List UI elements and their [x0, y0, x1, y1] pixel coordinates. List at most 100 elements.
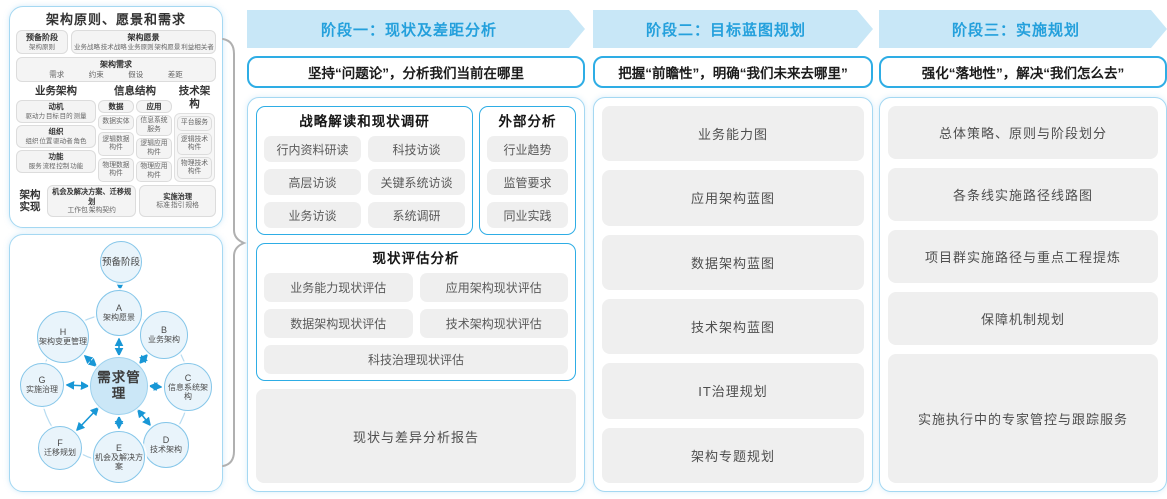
deliverable-item: 保障机制规划 — [888, 291, 1158, 345]
vision-items: 业务战略 技术战略 业务原则 架构愿景 利益相关者 — [74, 44, 214, 51]
requirements-management-label: 需求管理 — [97, 370, 141, 401]
information-structure-title: 信息结构 — [114, 85, 156, 97]
architecture-implementation-label: 架构实现 — [19, 189, 41, 213]
application-subcolumn: 应用 信息系统服务 逻辑应用构件 物理应用构件 — [136, 100, 172, 182]
panel-title: 架构原则、愿景和需求 — [45, 12, 186, 27]
task-item: 行业趋势 — [487, 136, 568, 162]
prep-phase-title: 预备阶段 — [26, 33, 58, 42]
deliverable-item: 架构专题规划 — [602, 427, 864, 483]
phase-2-column: 阶段二：目标蓝图规划 把握“前瞻性”，明确“我们未来去哪里” 业务能力图 应用架… — [593, 10, 873, 492]
phase-2-content: 业务能力图 应用架构蓝图 数据架构蓝图 技术架构蓝图 IT治理规划 架构专题规划 — [593, 97, 873, 492]
technology-item: 逻辑技术构件 — [177, 133, 212, 155]
requirement-item: 需求 — [49, 70, 65, 79]
deliverable-item: 总体策略、原则与阶段划分 — [888, 106, 1158, 159]
requirement-item: 差距 — [167, 70, 183, 79]
phase-3-header: 阶段三：实施规划 — [879, 10, 1167, 48]
block-title: 动机 — [48, 102, 64, 111]
adm-cycle-panel: 预备阶段 A 架构愿景 B 业务架构 C 信息系统架构 D 技术架构 E 机会及… — [9, 234, 223, 492]
migration-items: 工作包 架构契约 — [67, 207, 116, 214]
task-item: 高层访谈 — [264, 169, 361, 195]
organization-box: 组织 组织 位置 驱动者 角色 — [16, 125, 96, 148]
deliverable-item: 项目群实施路径与重点工程提炼 — [888, 229, 1158, 283]
deliverable-item: 数据架构蓝图 — [602, 234, 864, 290]
vision-title: 架构愿景 — [127, 33, 160, 42]
prep-phase-item: 架构原则 — [29, 44, 55, 51]
function-box: 功能 服务 流程 控制 功能 — [16, 150, 96, 173]
task-item: 业务访谈 — [264, 202, 361, 228]
requirement-item: 约束 — [88, 70, 104, 79]
deliverable-item: IT治理规划 — [602, 363, 864, 419]
migration-title: 机会及解决方案、迁移规划 — [52, 187, 132, 206]
group-title: 战略解读和现状调研 — [299, 114, 430, 129]
motivation-box: 动机 驱动力 目标 目的 测量 — [16, 100, 96, 123]
task-item: 业务能力现状评估 — [264, 273, 413, 302]
node-d-technology-architecture: D 技术架构 — [143, 422, 189, 468]
application-item: 信息系统服务 — [136, 115, 172, 136]
phase-3-subtitle: 强化“落地性”，解决“我们怎么去” — [879, 56, 1167, 88]
application-item: 逻辑应用构件 — [136, 138, 172, 159]
task-item: 同业实践 — [487, 202, 568, 228]
task-item: 科技治理现状评估 — [264, 345, 568, 374]
technology-architecture-title: 技术架构 — [178, 85, 211, 110]
node-b-business-architecture: B 业务架构 — [140, 311, 188, 359]
implementation-governance-box: 实施治理 标准 指引 规格 — [139, 185, 216, 217]
node-g-implementation-governance: G 实施治理 — [20, 363, 64, 407]
group-title: 现状评估分析 — [372, 251, 460, 266]
task-item: 关键系统访谈 — [368, 169, 465, 195]
business-architecture-column: 业务架构 动机 驱动力 目标 目的 测量 组织 组织 位置 驱动者 角色 功能 … — [16, 85, 96, 182]
prep-phase-node-label: 预备阶段 — [101, 256, 140, 268]
node-e-opportunities-solutions: E 机会及解决方案 — [93, 431, 145, 483]
phase-2-subtitle: 把握“前瞻性”，明确“我们未来去哪里” — [593, 56, 873, 88]
deliverable-item: 技术架构蓝图 — [602, 298, 864, 355]
node-c-information-systems-architecture: C 信息系统架构 — [164, 363, 212, 411]
node-h-architecture-change-management: H 架构变更管理 — [37, 311, 89, 363]
phase-1-header: 阶段一：现状及差距分析 — [247, 10, 585, 48]
data-title-box: 数据 — [98, 100, 134, 113]
block-title: 组织 — [48, 127, 64, 136]
strategy-research-group: 战略解读和现状调研 行内资料研读 科技访谈 高层访谈 关键系统访谈 业务访谈 系… — [256, 106, 473, 235]
block-items: 组织 位置 驱动者 角色 — [25, 138, 87, 145]
information-structure-column: 信息结构 数据 数据实体 逻辑数据构件 物理数据构件 应用 — [98, 85, 172, 182]
data-item: 数据实体 — [98, 115, 134, 130]
task-item: 技术架构现状评估 — [419, 309, 568, 338]
deliverable-item: 实施执行中的专家管控与跟踪服务 — [888, 353, 1158, 484]
task-item: 系统调研 — [368, 202, 465, 228]
migration-planning-box: 机会及解决方案、迁移规划 工作包 架构契约 — [47, 185, 137, 217]
governance-items: 标准 指引 规格 — [156, 202, 199, 210]
phase-1-subtitle: 坚持“问题论”，分析我们当前在哪里 — [247, 56, 585, 88]
prep-phase-box: 预备阶段 架构原则 — [16, 30, 68, 54]
task-item: 科技访谈 — [368, 136, 465, 162]
application-item: 物理应用构件 — [136, 161, 172, 182]
technology-item: 平台服务 — [177, 116, 212, 131]
data-subcolumn: 数据 数据实体 逻辑数据构件 物理数据构件 — [98, 100, 134, 182]
governance-title: 实施治理 — [163, 191, 193, 201]
group-title: 外部分析 — [498, 114, 557, 129]
phase-1-content: 战略解读和现状调研 行内资料研读 科技访谈 高层访谈 关键系统访谈 业务访谈 系… — [247, 97, 585, 492]
data-item: 逻辑数据构件 — [98, 132, 134, 156]
data-item: 物理数据构件 — [98, 158, 134, 182]
architecture-requirements-box: 架构需求 需求 约束 假设 差距 — [16, 57, 216, 82]
node-f-migration-planning: F 迁移规划 — [38, 426, 82, 470]
task-item: 行内资料研读 — [264, 136, 361, 162]
requirements-title: 架构需求 — [100, 60, 132, 69]
deliverable-item: 各条线实施路径线路图 — [888, 167, 1158, 221]
phase-1-column: 阶段一：现状及差距分析 坚持“问题论”，分析我们当前在哪里 战略解读和现状调研 … — [247, 10, 585, 492]
task-item: 应用架构现状评估 — [419, 273, 568, 302]
external-analysis-group: 外部分析 行业趋势 监管要求 同业实践 — [479, 106, 576, 235]
technology-architecture-column: 技术架构 平台服务 逻辑技术构件 物理技术构件 — [174, 85, 215, 182]
business-architecture-title: 业务架构 — [35, 85, 77, 97]
requirements-management-node: 需求管理 — [90, 357, 148, 415]
technology-item: 物理技术构件 — [177, 157, 212, 179]
block-items: 服务 流程 控制 功能 — [28, 163, 84, 170]
task-item: 数据架构现状评估 — [264, 309, 413, 338]
phases-area: 阶段一：现状及差距分析 坚持“问题论”，分析我们当前在哪里 战略解读和现状调研 … — [247, 10, 1167, 492]
deliverable-item: 业务能力图 — [602, 106, 864, 162]
phase-3-content: 总体策略、原则与阶段划分 各条线实施路径线路图 项目群实施路径与重点工程提炼 保… — [879, 97, 1167, 492]
deliverable-item: 应用架构蓝图 — [602, 170, 864, 226]
architecture-principles-panel: 架构原则、愿景和需求 预备阶段 架构原则 架构愿景 业务战略 技术战略 业务原则… — [9, 6, 223, 228]
architecture-vision-box: 架构愿景 业务战略 技术战略 业务原则 架构愿景 利益相关者 — [71, 30, 216, 54]
task-item: 监管要求 — [487, 169, 568, 195]
phase-3-column: 阶段三：实施规划 强化“落地性”，解决“我们怎么去” 总体策略、原则与阶段划分 … — [879, 10, 1167, 492]
phase-2-header: 阶段二：目标蓝图规划 — [593, 10, 873, 48]
